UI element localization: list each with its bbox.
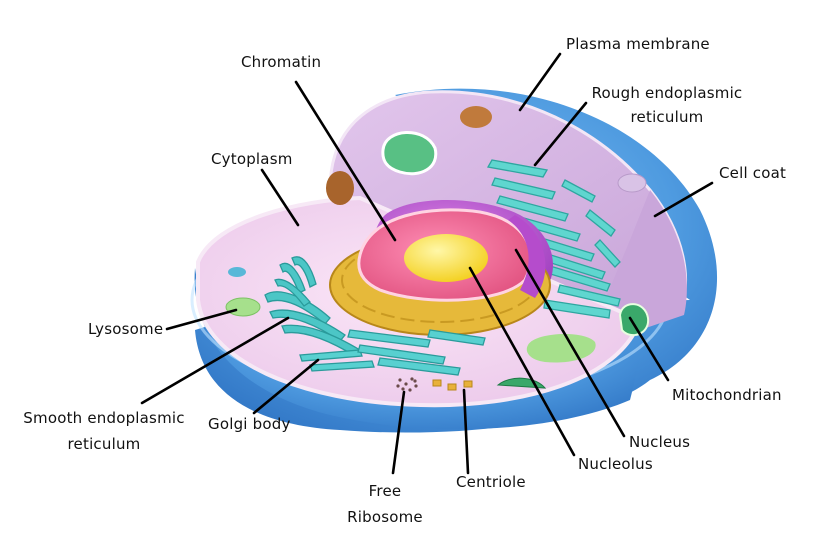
lysosome-wall bbox=[381, 131, 438, 176]
label-free-ribosome: Free Ribosome bbox=[340, 482, 430, 526]
leader-golgi bbox=[252, 358, 320, 415]
leader-nucleolus bbox=[468, 266, 576, 457]
free-ribosomes bbox=[396, 377, 418, 392]
leader-nucleus bbox=[514, 248, 626, 438]
leader-chromatin bbox=[294, 80, 397, 242]
lysosome-floor bbox=[225, 297, 261, 317]
right-cut-face bbox=[605, 190, 687, 330]
label-rough-er-line1: Rough endoplasmic bbox=[591, 84, 743, 102]
label-nucleolus: Nucleolus bbox=[578, 455, 653, 473]
label-cell-coat: Cell coat bbox=[719, 164, 787, 182]
label-centriole: Centriole bbox=[456, 473, 526, 491]
leader-cell-coat bbox=[653, 181, 714, 218]
leader-lysosome bbox=[165, 308, 238, 331]
label-rough-er: Rough endoplasmic reticulum bbox=[588, 84, 746, 126]
vesicle-small-right bbox=[617, 173, 647, 193]
leader-smooth-er bbox=[140, 316, 290, 405]
label-lysosome: Lysosome bbox=[88, 320, 164, 338]
label-smooth-er-line2: reticulum bbox=[67, 435, 141, 453]
vesicle-brown-top bbox=[460, 106, 492, 128]
label-nucleus: Nucleus bbox=[629, 433, 691, 451]
vesicle-brown-left bbox=[326, 171, 354, 205]
label-rough-er-line2: reticulum bbox=[630, 108, 704, 126]
label-free-ribosome-line2: Ribosome bbox=[347, 508, 423, 526]
label-smooth-er: Smooth endoplasmic reticulum bbox=[18, 409, 190, 453]
leader-rough-er bbox=[533, 101, 588, 167]
rough-er bbox=[486, 159, 621, 319]
vesicle-left-small bbox=[228, 267, 246, 277]
leader-mitochondrian bbox=[628, 316, 670, 382]
leader-cytoplasm bbox=[260, 168, 300, 227]
leader-ribosome bbox=[391, 390, 406, 475]
leader-centriole bbox=[462, 388, 470, 475]
label-chromatin: Chromatin bbox=[241, 53, 322, 71]
label-golgi-body: Golgi body bbox=[208, 415, 291, 433]
golgi-body bbox=[299, 329, 486, 376]
label-plasma-membrane: Plasma membrane bbox=[566, 35, 710, 53]
label-mitochondrian: Mitochondrian bbox=[672, 386, 782, 404]
centrioles bbox=[432, 379, 473, 391]
label-free-ribosome-line1: Free bbox=[368, 482, 402, 500]
leader-plasma-membrane bbox=[518, 52, 562, 112]
nucleolus-body bbox=[404, 234, 488, 282]
nucleus-group bbox=[329, 200, 553, 336]
label-cytoplasm: Cytoplasm bbox=[211, 150, 293, 168]
leader-lines bbox=[140, 52, 714, 475]
label-smooth-er-line1: Smooth endoplasmic bbox=[23, 409, 185, 427]
mitochondrion-cut bbox=[618, 303, 650, 337]
